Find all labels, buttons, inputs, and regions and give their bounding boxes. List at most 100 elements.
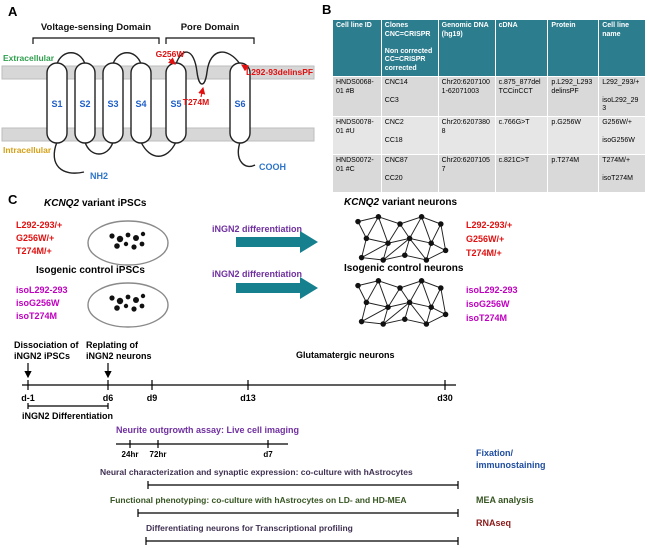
kcnq2-gene-label: KCNQ2 — [44, 198, 79, 209]
loop-s4-s5 — [140, 141, 177, 157]
cooh-label: COOH — [259, 162, 286, 172]
neurite-outgrowth-label: Neurite outgrowth assay: Live cell imagi… — [116, 425, 299, 435]
segment-s3 — [102, 62, 124, 144]
g256w-arrow — [168, 57, 176, 65]
day-label-d6: d6 — [103, 393, 114, 403]
variant-label-l292: L292-293/+ — [16, 220, 62, 230]
ingn2-differentiation-bracket — [27, 403, 109, 409]
genomic-cell: Chr20:62071057 — [437, 154, 496, 193]
segment-s1-label: S1 — [51, 99, 62, 109]
panel-a: A Voltage-sensing Domain Pore Domain Ext… — [1, 4, 315, 181]
functional-phenotyping-label: Functional phenotyping: co-culture with … — [110, 495, 407, 505]
iso-label-g256w: isoG256W — [466, 299, 510, 309]
cdna-cell: c.766G>T — [494, 116, 549, 155]
nh2-label: NH2 — [90, 171, 108, 181]
differentiation-arrow-2 — [236, 277, 318, 299]
table-header-row: Cell line ID Clones CNC=CRISPR Non corre… — [332, 19, 646, 77]
panel-c-label: C — [8, 192, 18, 207]
t274m-arrow — [198, 86, 206, 98]
segment-s4 — [130, 62, 152, 144]
segment-s2 — [74, 62, 96, 144]
cell-line-name: G256W/+isoG256W — [598, 116, 646, 155]
variant-label-g256w: G256W/+ — [16, 233, 54, 243]
cell-line-id: HNDS0072-01 #C — [332, 154, 382, 193]
iso-label-t274m: isoT274M — [16, 311, 57, 321]
cell-line-id: HNDS0078-01 #U — [332, 116, 382, 155]
header-text: Genomic DNA — [441, 22, 489, 29]
neurite-timeline — [116, 440, 288, 448]
genomic-cell: Chr20:62073808 — [437, 116, 496, 155]
timeline-axis — [22, 380, 456, 390]
segment-s5-label: S5 — [170, 99, 181, 109]
isogenic-neurons-heading: Isogenic control neurons — [344, 263, 464, 274]
transcriptional-profiling-label: Differentiating neurons for Transcriptio… — [146, 523, 353, 533]
extracellular-label: Extracellular — [3, 53, 55, 63]
col-header-protein: Protein — [547, 19, 600, 77]
fixation-label: Fixation/ — [476, 448, 514, 458]
col-header-cell-line-id: Cell line ID — [332, 19, 382, 77]
cdna-cell: c.875_877del TCCinCCT — [494, 75, 549, 118]
header-text: Protein — [551, 22, 576, 29]
isogenic-ipsc-heading: Isogenic control iPSCs — [36, 265, 145, 276]
panel-b: B Cell line ID Clones CNC=CRISPR Non cor… — [320, 2, 650, 193]
transcriptional-profiling-line — [145, 537, 459, 545]
mea-analysis-label: MEA analysis — [476, 495, 534, 505]
kcnq2-gene-label: KCNQ2 — [344, 197, 379, 208]
intracellular-label: Intracellular — [3, 145, 52, 155]
l292-label: L292-93delinsPF — [246, 67, 313, 77]
variant-ipsc-dish — [87, 220, 169, 266]
cell-line-table: Cell line ID Clones CNC=CRISPR Non corre… — [332, 19, 646, 193]
functional-phenotyping-line — [137, 509, 459, 517]
genomic-cell: Chr20:62071001-62071003 — [437, 75, 496, 118]
header-text: Non corrected CC=CRISPR corrected — [384, 47, 433, 73]
segment-s2-label: S2 — [79, 99, 90, 109]
day-label-d30: d30 — [437, 393, 453, 403]
tick-24hr: 24hr — [122, 450, 139, 459]
fixation-label: immunostaining — [476, 460, 546, 470]
variant-label-t274m: T274M/+ — [16, 246, 52, 256]
ingn2-differentiation-label: iNGN2 Differentiation — [22, 411, 113, 421]
cell-line-name: T274M/+isoT274M — [598, 154, 646, 193]
rnaseq-label: RNAseq — [476, 518, 511, 528]
segment-s4-label: S4 — [135, 99, 146, 109]
loop-s3-s4 — [112, 52, 142, 65]
replating-label: iNGN2 neurons — [86, 351, 152, 361]
n-terminus-tail — [53, 141, 85, 174]
panel-a-label: A — [8, 4, 18, 19]
isogenic-neuron-network — [354, 277, 449, 328]
ingn2-differentiation-label-2: iNGN2 differentiation — [212, 269, 302, 279]
cell-line-id: HNDS0068-01 #B — [332, 75, 382, 118]
neural-characterization-label: Neural characterization and synaptic exp… — [100, 467, 413, 477]
iso-label-l292: isoL292-293 — [16, 285, 68, 295]
header-text: Cell line name — [602, 22, 630, 38]
header-text: cDNA — [498, 22, 518, 29]
voltage-sensing-domain-label: Voltage-sensing Domain — [41, 22, 151, 33]
segment-s6 — [229, 62, 251, 144]
dissociation-label: Dissociation of — [14, 340, 80, 350]
col-header-genomic-dna: Genomic DNA (hg19) — [437, 19, 496, 77]
variant-neuron-network — [354, 213, 449, 264]
day-label-d9: d9 — [147, 393, 158, 403]
g256w-label: G256W — [156, 49, 186, 59]
col-header-cdna: cDNA — [494, 19, 549, 77]
iso-label-g256w: isoG256W — [16, 298, 60, 308]
day-label-d-1: d-1 — [21, 393, 35, 403]
variant-label-g256w: G256W/+ — [466, 234, 504, 244]
iso-label-l292: isoL292-293 — [466, 285, 518, 295]
iso-label-t274m: isoT274M — [466, 313, 507, 323]
protein-cell: p.G256W — [547, 116, 600, 155]
isogenic-ipsc-dish — [87, 282, 169, 328]
col-header-clones: Clones CNC=CRISPR Non corrected CC=CRISP… — [380, 19, 439, 77]
l292-arrow — [241, 64, 249, 72]
variant-neurons-heading: variant neurons — [382, 197, 457, 208]
cell-line-name: L292_293/+isoL292_293 — [598, 75, 646, 118]
variant-label-t274m: T274M/+ — [466, 248, 502, 258]
segment-s3-label: S3 — [107, 99, 118, 109]
col-header-cell-line-name: Cell line name — [598, 19, 646, 77]
differentiation-arrow-1 — [236, 231, 318, 253]
pore-bracket — [165, 37, 255, 44]
